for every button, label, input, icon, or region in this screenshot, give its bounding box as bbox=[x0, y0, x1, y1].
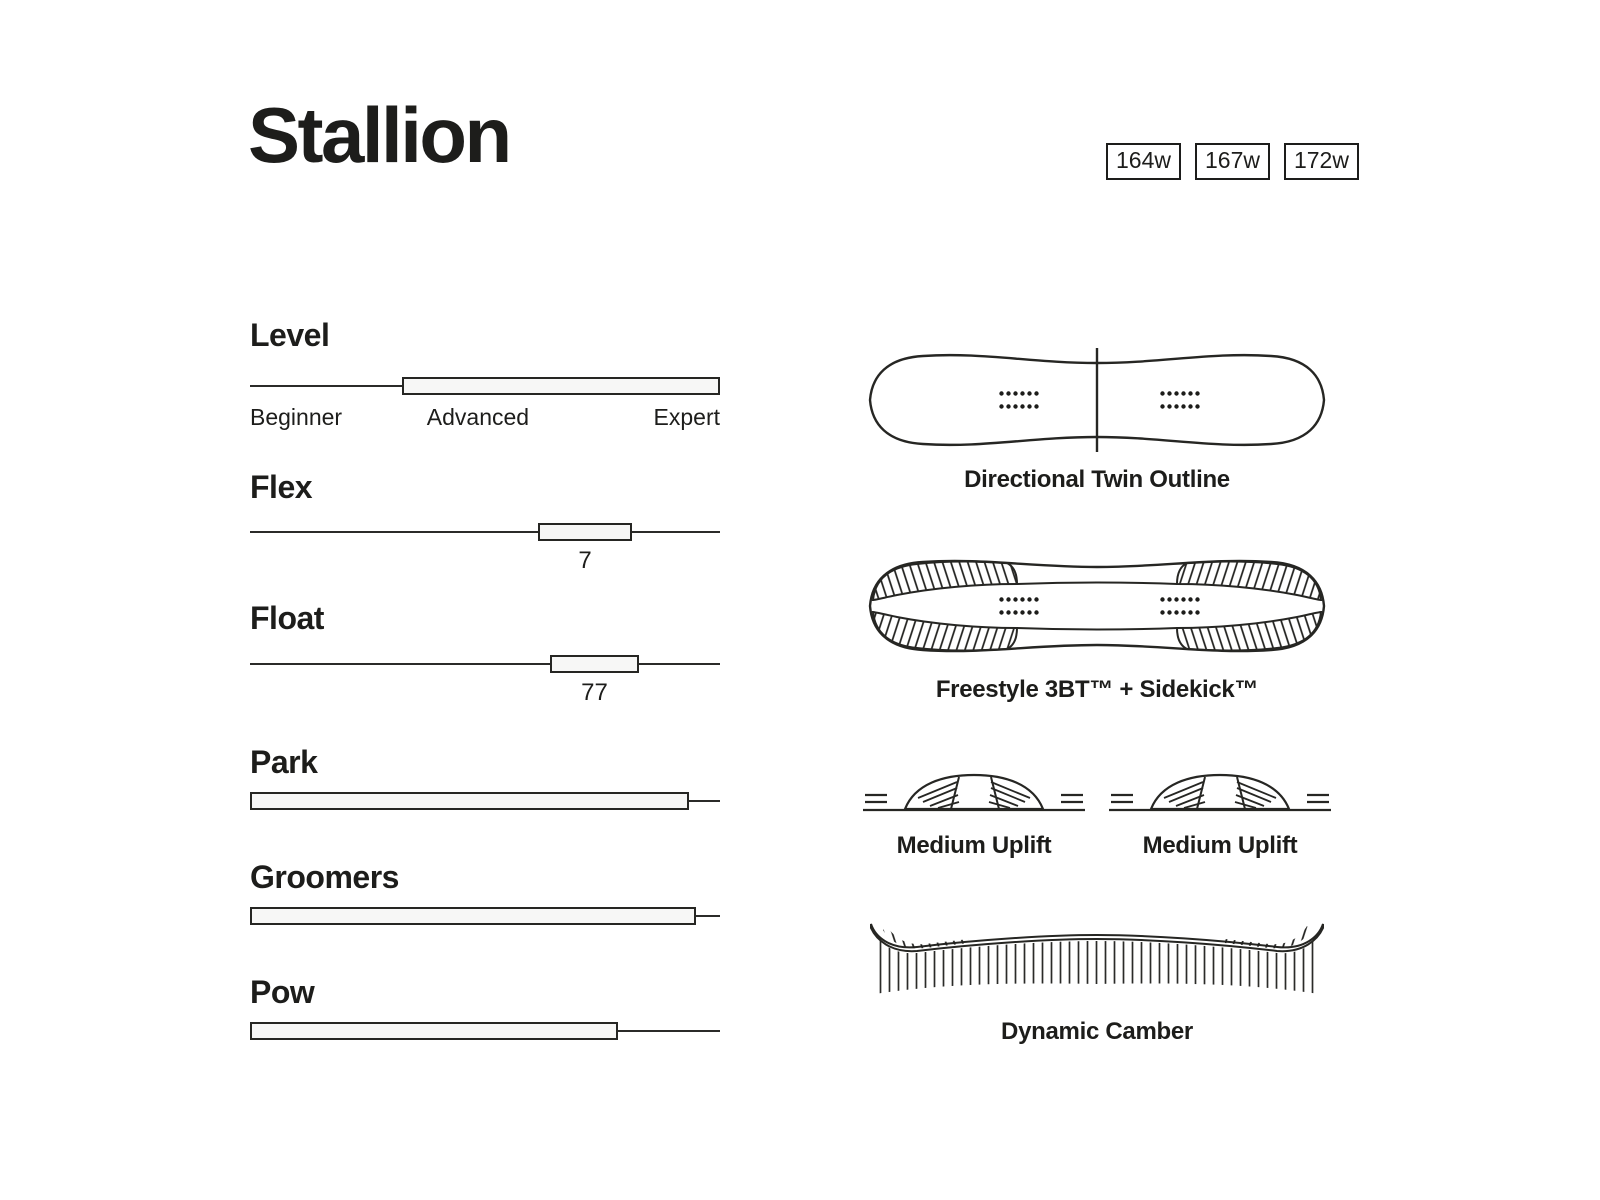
float-heading: Float bbox=[250, 600, 324, 637]
uplift-right-caption: Medium Uplift bbox=[1142, 832, 1298, 859]
level-heading: Level bbox=[250, 317, 330, 353]
size-badge-172w[interactable]: 172w bbox=[1283, 143, 1359, 180]
uplift-icon bbox=[863, 773, 1085, 812]
tip-hatch-left bbox=[883, 926, 969, 949]
level-label-advanced: Advanced bbox=[426, 404, 530, 431]
flex-slider-handle[interactable] bbox=[538, 523, 633, 542]
flex-heading: Flex bbox=[250, 469, 313, 506]
outline-caption: Directional Twin Outline bbox=[964, 466, 1230, 493]
specs-panel: Level Beginner Advanced Expert Flex 7 Fl… bbox=[250, 317, 720, 1090]
uplift-left-caption: Medium Uplift bbox=[896, 832, 1052, 859]
spec-level: Level Beginner Advanced Expert bbox=[250, 317, 720, 434]
dynamic-camber-icon bbox=[870, 923, 1324, 994]
camber-comb bbox=[875, 933, 1319, 994]
flex-value: 7 bbox=[578, 547, 592, 575]
bevel-bottom-left bbox=[871, 610, 1019, 652]
bevel-top-left bbox=[871, 560, 1019, 602]
spec-float: Float 77 bbox=[250, 601, 720, 706]
freestyle-3bt-icon bbox=[868, 559, 1326, 653]
park-slider-track bbox=[250, 791, 720, 810]
spec-flex: Flex 7 bbox=[250, 469, 720, 575]
pow-slider-track bbox=[250, 1022, 720, 1041]
spec-groomers: Groomers bbox=[250, 858, 720, 925]
pow-fill-bar[interactable] bbox=[250, 1022, 618, 1041]
tip-hatch-right bbox=[1225, 926, 1311, 949]
size-badge-164w[interactable]: 164w bbox=[1106, 143, 1181, 180]
groomers-fill-bar[interactable] bbox=[250, 906, 697, 925]
feature-camber: Dynamic Camber bbox=[867, 920, 1327, 1046]
spec-park: Park bbox=[250, 743, 720, 810]
size-badge-167w[interactable]: 167w bbox=[1194, 143, 1270, 180]
flex-value-row: 7 bbox=[250, 547, 720, 575]
camber-caption: Dynamic Camber bbox=[1001, 1018, 1193, 1045]
float-slider-track bbox=[250, 654, 720, 673]
level-range-bar[interactable] bbox=[401, 377, 720, 396]
spec-pow: Pow bbox=[250, 973, 720, 1041]
float-value: 77 bbox=[581, 678, 608, 706]
feature-outline: Directional Twin Outline bbox=[867, 348, 1327, 494]
park-heading: Park bbox=[250, 743, 318, 780]
base-caption: Freestyle 3BT™ + Sidekick™ bbox=[935, 676, 1259, 703]
groomers-heading: Groomers bbox=[250, 858, 399, 895]
bevel-bottom-right bbox=[1175, 610, 1323, 652]
uplift-row: Medium Uplift bbox=[861, 770, 1333, 860]
pow-heading: Pow bbox=[250, 973, 315, 1010]
feature-uplift-left: Medium Uplift bbox=[861, 770, 1087, 860]
flex-slider-track bbox=[250, 523, 720, 542]
level-label-beginner: Beginner bbox=[250, 404, 343, 431]
float-value-row: 77 bbox=[250, 679, 720, 707]
features-panel: Directional Twin Outline Freestyle 3BT™ … bbox=[858, 348, 1336, 1046]
park-fill-bar[interactable] bbox=[250, 791, 689, 810]
level-slider-track bbox=[250, 377, 720, 396]
level-label-expert: Expert bbox=[653, 404, 720, 431]
level-scale-labels: Beginner Advanced Expert bbox=[250, 404, 720, 434]
feature-uplift-right: Medium Uplift bbox=[1107, 770, 1333, 860]
feature-base: Freestyle 3BT™ + Sidekick™ bbox=[867, 550, 1327, 704]
groomers-slider-track bbox=[250, 906, 720, 925]
float-slider-handle[interactable] bbox=[549, 654, 640, 673]
directional-twin-outline-icon bbox=[868, 348, 1326, 452]
uplift-icon bbox=[1109, 773, 1331, 812]
size-badges: 164w 167w 172w bbox=[1106, 143, 1359, 180]
bevel-top-right bbox=[1175, 560, 1323, 602]
board-name-title: Stallion bbox=[248, 91, 512, 179]
